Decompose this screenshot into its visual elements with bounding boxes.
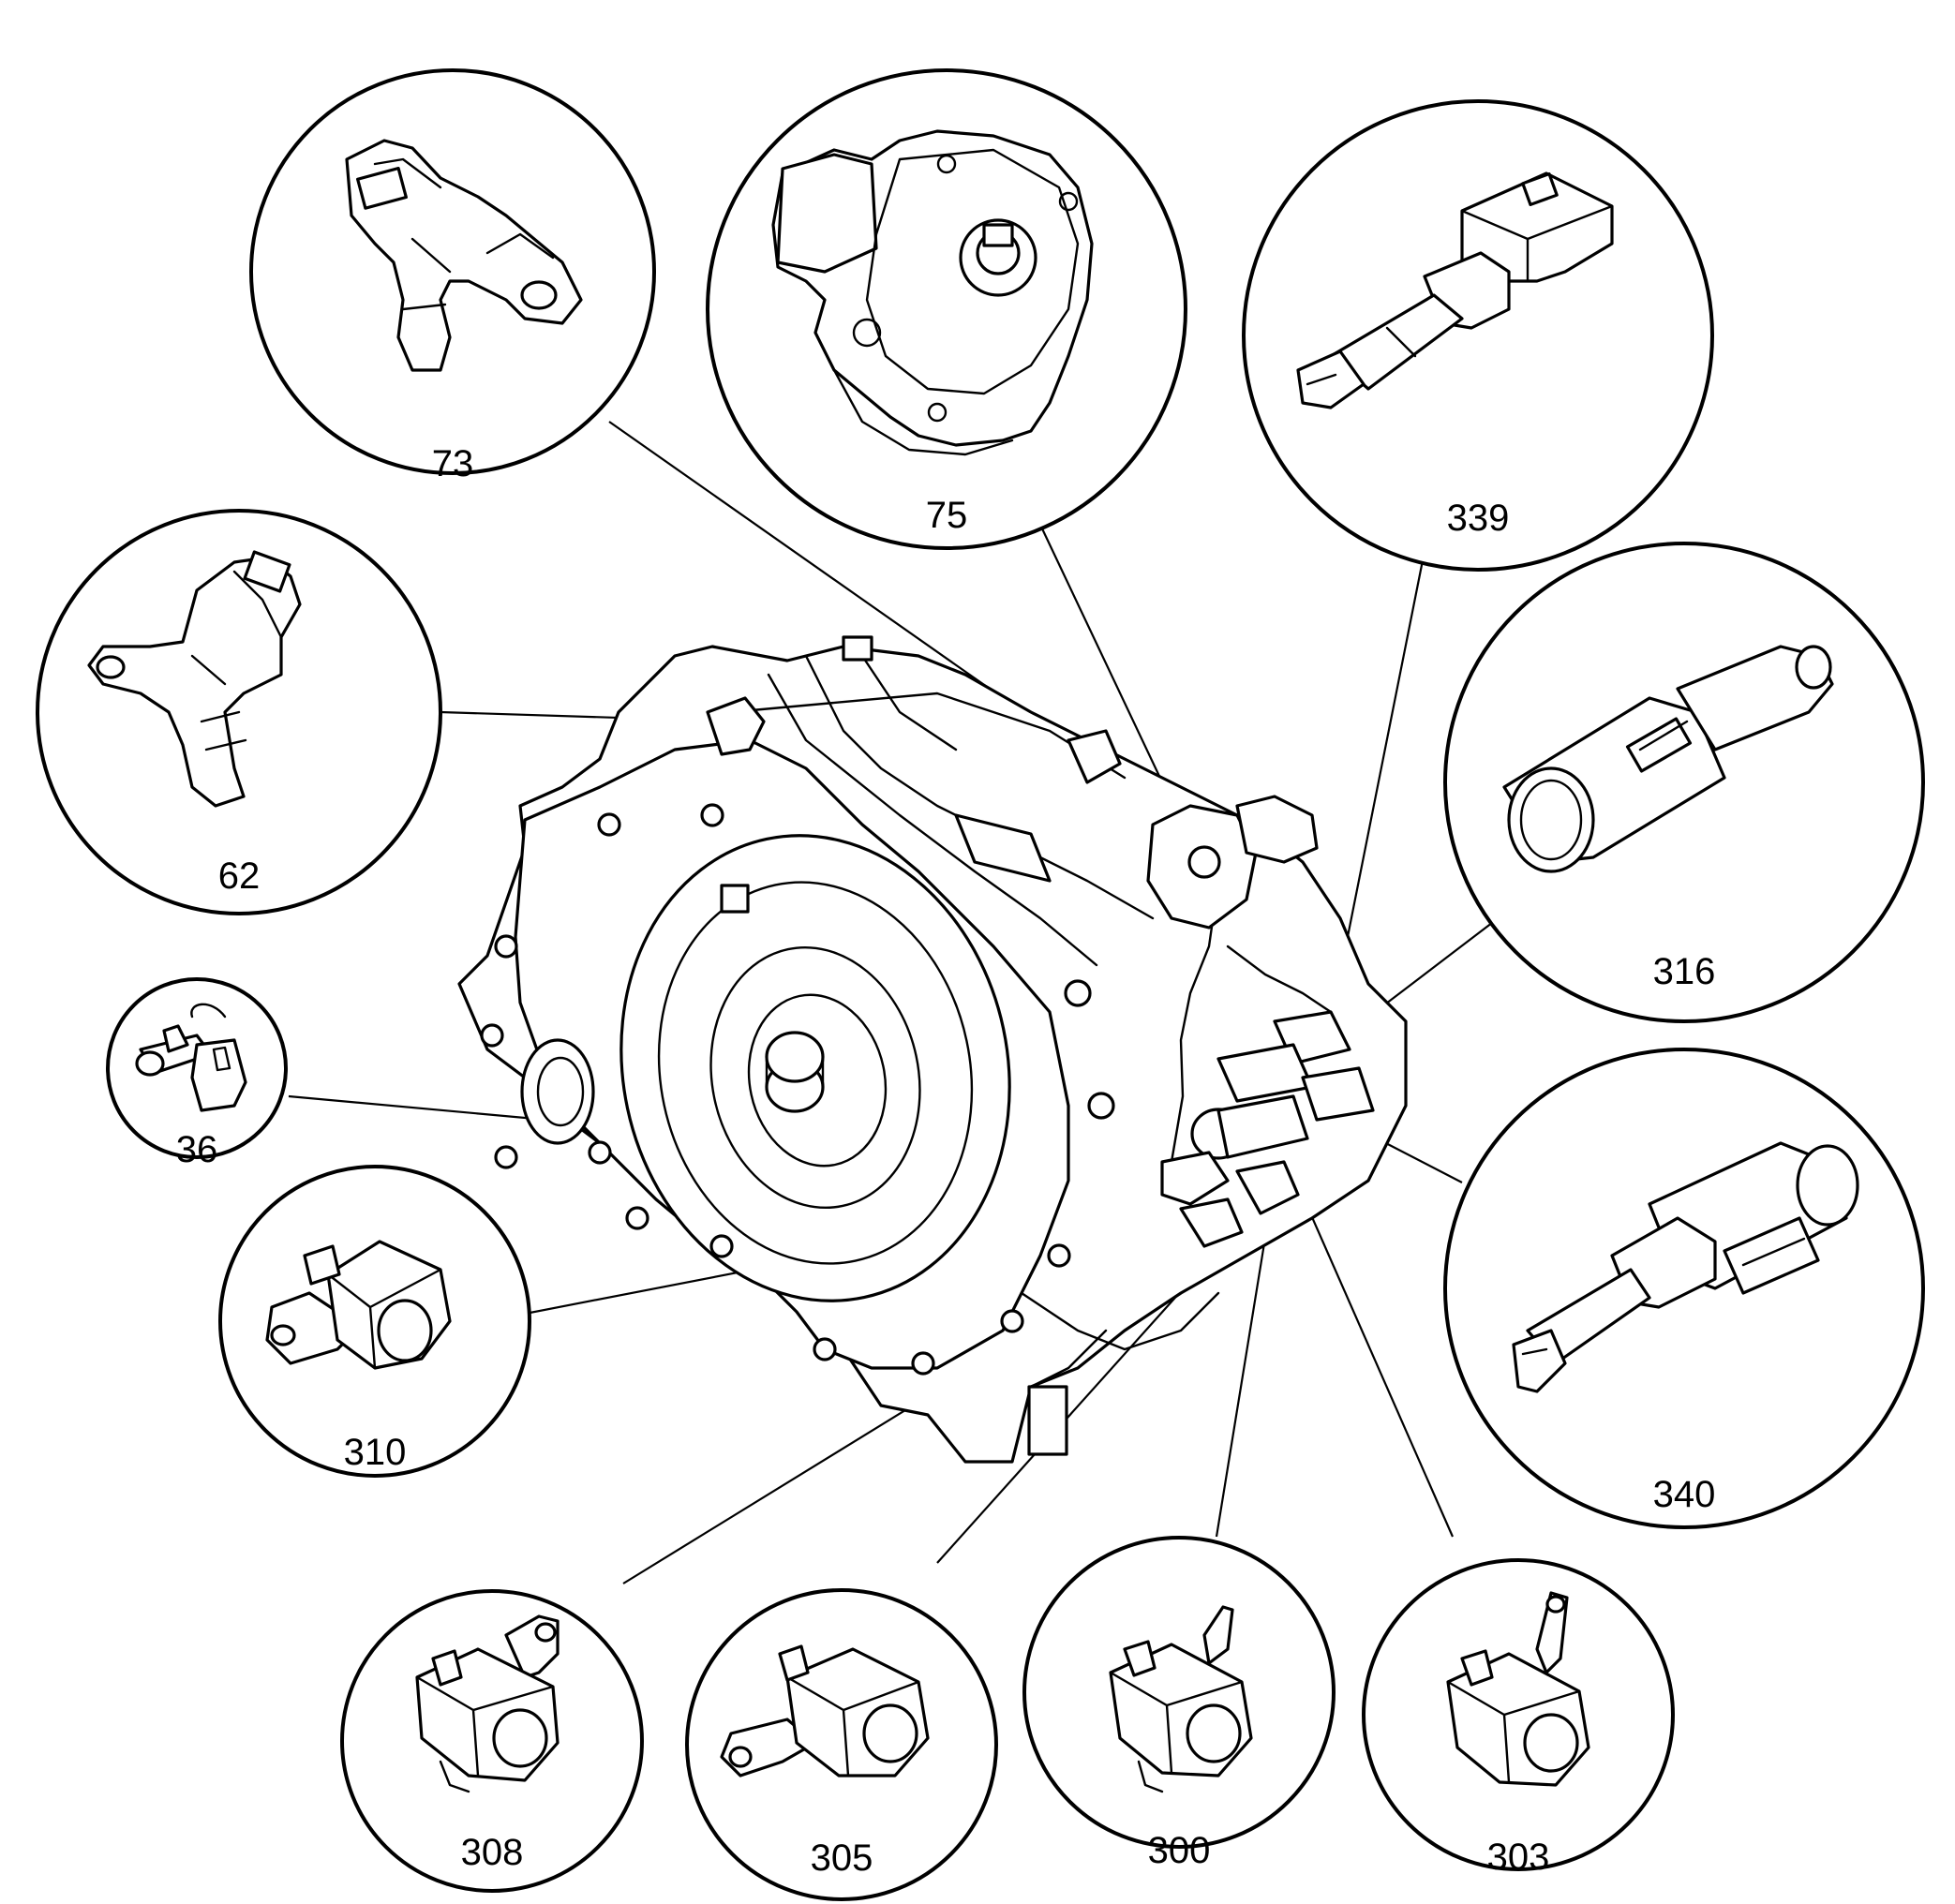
mounted-speed-sensor-73 [1067, 729, 1122, 784]
leader-75 [1039, 524, 1174, 807]
solenoid-310-icon [265, 1240, 452, 1370]
solenoid-300-icon [1109, 1605, 1253, 1793]
callout-label-75: 75 [926, 495, 968, 536]
callout-73: 73 [249, 68, 656, 484]
callout-339: 339 [1242, 99, 1714, 572]
callout-label-308: 308 [461, 1832, 524, 1873]
flange-bolt-holes [480, 803, 1115, 1376]
callout-36: 36 [106, 977, 288, 1170]
solenoid-305-icon [720, 1644, 930, 1778]
temp-sensor-36-icon [135, 1003, 247, 1112]
callout-label-310: 310 [344, 1432, 407, 1473]
speed-sensor-73-icon [345, 139, 583, 372]
callout-label-340: 340 [1653, 1474, 1716, 1515]
callout-316: 316 [1443, 542, 1925, 1023]
callout-308: 308 [340, 1589, 644, 1893]
callout-label-73: 73 [432, 443, 474, 484]
callout-300: 300 [1022, 1536, 1336, 1871]
callout-75: 75 [706, 68, 1187, 550]
callout-label-303: 303 [1487, 1837, 1550, 1878]
leader-303 [1296, 1184, 1455, 1538]
transmission-assembly [457, 635, 1408, 1464]
callout-305: 305 [685, 1588, 998, 1901]
case-nameplate [954, 813, 1052, 883]
callout-340: 340 [1443, 1048, 1925, 1529]
callout-label-300: 300 [1148, 1830, 1211, 1871]
solenoid-303-icon [1446, 1591, 1590, 1787]
solenoid-308-icon [415, 1614, 560, 1793]
mounted-speed-sensor-62 [706, 696, 766, 756]
callout-label-305: 305 [811, 1837, 873, 1879]
mounted-solenoid-340 [1301, 1066, 1375, 1122]
range-sensor-75-icon [771, 129, 1094, 456]
mounted-solenoid-cluster [1160, 1151, 1230, 1206]
callout-label-339: 339 [1447, 498, 1510, 539]
callout-label-316: 316 [1653, 951, 1716, 992]
callout-label-36: 36 [176, 1129, 218, 1170]
callout-303: 303 [1362, 1558, 1675, 1878]
leader-300 [1215, 1208, 1272, 1538]
solenoid-339-icon [1296, 171, 1614, 409]
callout-310: 310 [218, 1165, 531, 1478]
solenoid-340-icon [1512, 1141, 1859, 1393]
solenoid-316-icon [1502, 645, 1834, 873]
callout-62: 62 [36, 509, 442, 915]
callout-label-62: 62 [218, 855, 261, 897]
speed-sensor-62-icon [87, 550, 302, 808]
